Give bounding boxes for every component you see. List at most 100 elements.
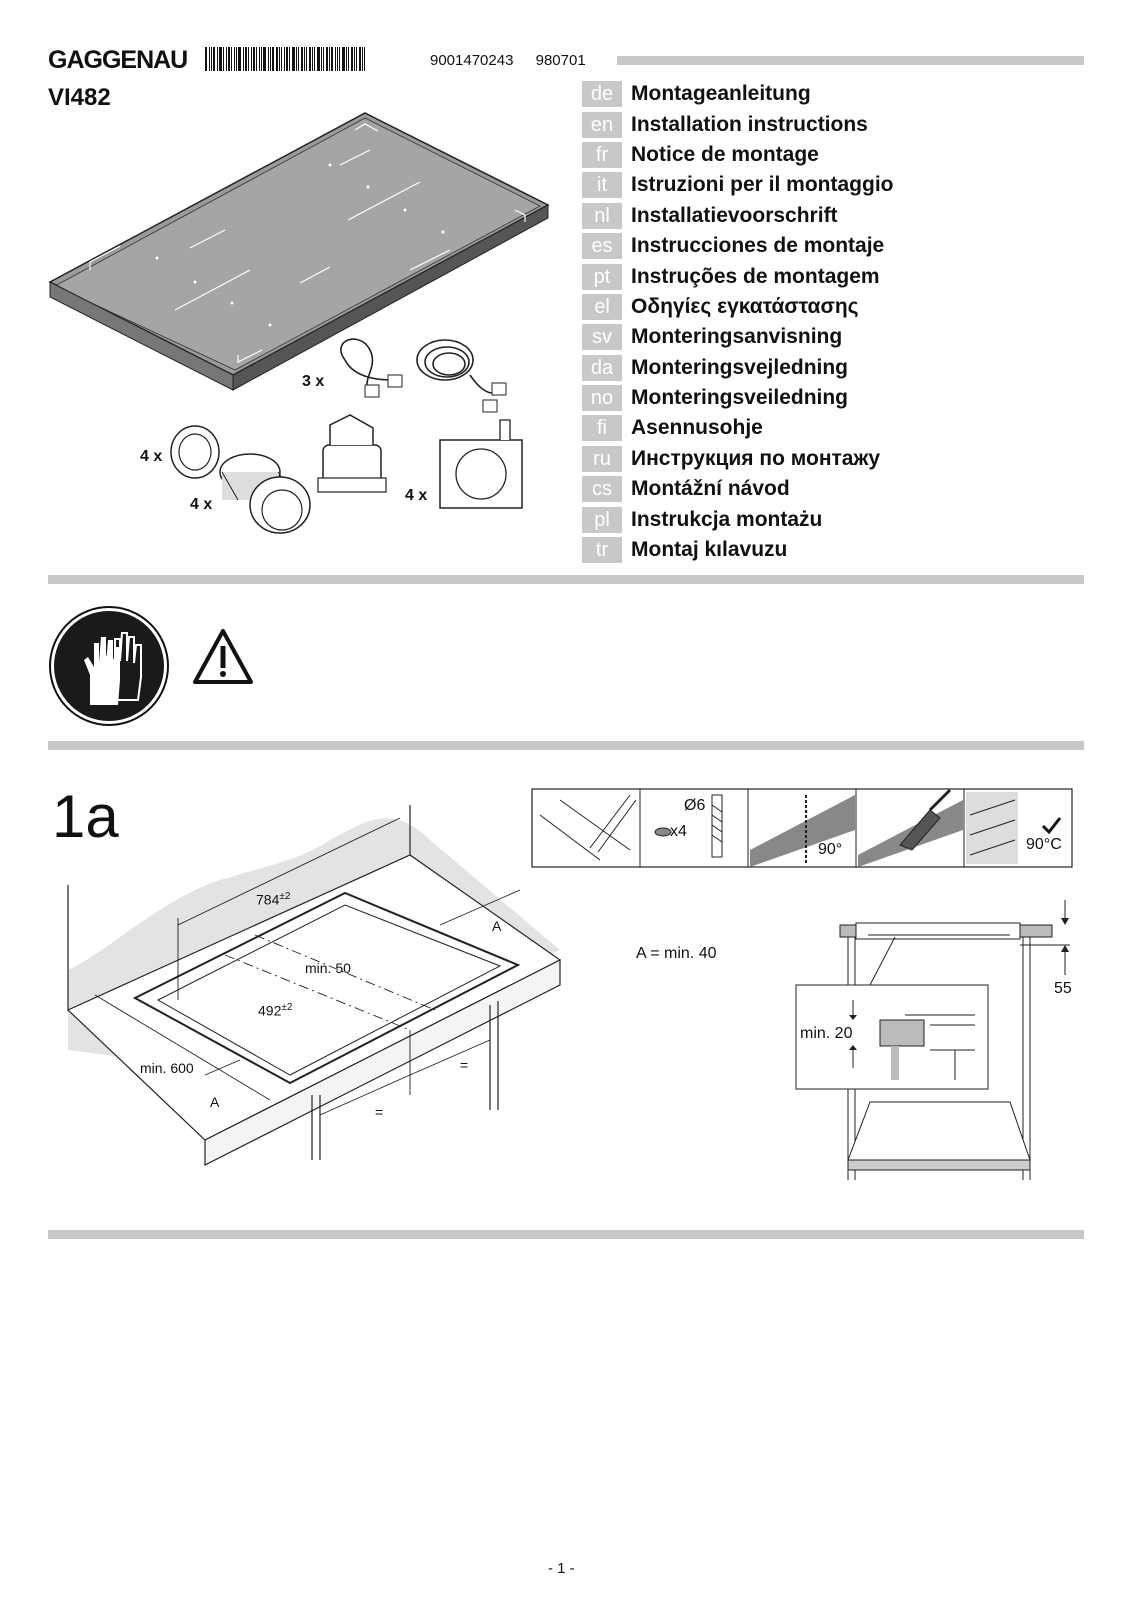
language-title: Asennusohje — [631, 416, 763, 440]
barcode-bar — [362, 47, 363, 71]
language-title: Installatievoorschrift — [631, 203, 838, 227]
drill-quantity: x4 — [670, 823, 687, 840]
barcode-bar — [289, 47, 290, 71]
language-code: ru — [582, 445, 622, 472]
cables-quantity: 3 x — [302, 373, 325, 390]
language-row-tr: tr Montaj kılavuzu — [582, 535, 894, 565]
barcode-bar — [312, 47, 313, 71]
barcode-bar — [251, 47, 252, 71]
barcode-bar — [228, 47, 230, 71]
model-name: VI482 — [48, 84, 111, 111]
depth-value: 492 — [258, 1002, 282, 1019]
barcode-bar — [346, 47, 347, 71]
barcode-bar — [213, 47, 215, 71]
header-bar — [617, 56, 1084, 65]
language-row-cs: cs Montážní návod — [582, 474, 894, 504]
divider — [48, 741, 1084, 750]
barcode-bar — [272, 47, 274, 71]
language-code: el — [582, 293, 622, 320]
barcode-bar — [309, 47, 311, 71]
language-title: Monteringsanvisning — [631, 325, 843, 349]
barcode-bar — [354, 47, 355, 71]
barcode-bar — [342, 47, 345, 71]
barcode-bar — [236, 47, 237, 71]
barcode-bar — [331, 47, 333, 71]
language-title: Monteringsvejledning — [631, 355, 849, 379]
depth-dimension: 492±2 — [258, 1002, 292, 1019]
rings-quantity: 4 x — [140, 448, 163, 465]
barcode-bar — [317, 47, 320, 71]
barcode-bar — [263, 47, 266, 71]
language-code: no — [582, 385, 622, 412]
language-row-es: es Instrucciones de montaje — [582, 231, 894, 261]
barcode-bar — [238, 47, 241, 71]
language-title: Montaj kılavuzu — [631, 538, 788, 562]
barcode-bar — [234, 47, 235, 71]
barcode-bar — [284, 47, 285, 71]
language-row-pl: pl Instrukcja montażu — [582, 504, 894, 534]
language-code: en — [582, 111, 622, 138]
code-number: 9001470243 — [430, 52, 514, 69]
language-row-ru: ru Инструкция по монтажу — [582, 444, 894, 474]
barcode-bar — [296, 47, 297, 71]
barcode-bar — [304, 47, 305, 71]
width-tolerance: ±2 — [279, 891, 291, 902]
barcode-bar — [245, 47, 247, 71]
barcode-bar — [231, 47, 232, 71]
barcode-bar — [248, 47, 249, 71]
barcode-bar — [337, 47, 338, 71]
barcode-bar — [292, 47, 295, 71]
barcode-bar — [359, 47, 361, 71]
barcode-bar — [364, 47, 365, 71]
language-title: Installation instructions — [631, 112, 868, 136]
barcode-bar — [209, 47, 210, 71]
language-title: Instrukcja montażu — [631, 507, 823, 531]
barcode-bar — [256, 47, 257, 71]
barcode-bar — [301, 47, 303, 71]
barcode-bar — [286, 47, 288, 71]
language-code: es — [582, 233, 622, 260]
cutout-diagram — [66, 788, 1073, 1180]
barcode-bar — [335, 47, 336, 71]
barcode-bar — [243, 47, 244, 71]
gloves-icon — [49, 606, 169, 726]
language-row-no: no Monteringsveiledning — [582, 383, 894, 413]
date-code: 980701 — [535, 52, 586, 69]
barcode-bar — [205, 47, 207, 71]
barcode-bar — [321, 47, 322, 71]
barcode-bar — [219, 47, 222, 71]
barcode-bar — [314, 47, 315, 71]
language-code: pl — [582, 506, 622, 533]
equal-mark-left: = — [375, 1104, 384, 1120]
language-code: pt — [582, 263, 622, 290]
language-title: Instrucciones de montaje — [631, 234, 885, 258]
distance-a-front: A — [210, 1094, 220, 1110]
barcode-bar — [339, 47, 340, 71]
figure-label: 1a — [52, 783, 119, 850]
barcode — [205, 47, 413, 71]
a-note: A = min. 40 — [636, 945, 717, 962]
document-codes: 9001470243 980701 — [430, 52, 604, 69]
language-code: cs — [582, 476, 622, 503]
language-code: tr — [582, 537, 622, 564]
language-title: Monteringsveiledning — [631, 386, 849, 410]
barcode-bar — [279, 47, 280, 71]
barcode-bar — [351, 47, 353, 71]
barcode-bar — [323, 47, 324, 71]
cooktop-illustration — [48, 112, 550, 534]
barcode-bar — [306, 47, 307, 71]
language-title: Montážní návod — [631, 477, 790, 501]
barcode-bar — [276, 47, 278, 71]
language-row-en: en Installation instructions — [582, 109, 894, 139]
barcode-bar — [226, 47, 227, 71]
language-title: Инструкция по монтажу — [631, 446, 881, 470]
page-number: - 1 - — [548, 1560, 575, 1577]
